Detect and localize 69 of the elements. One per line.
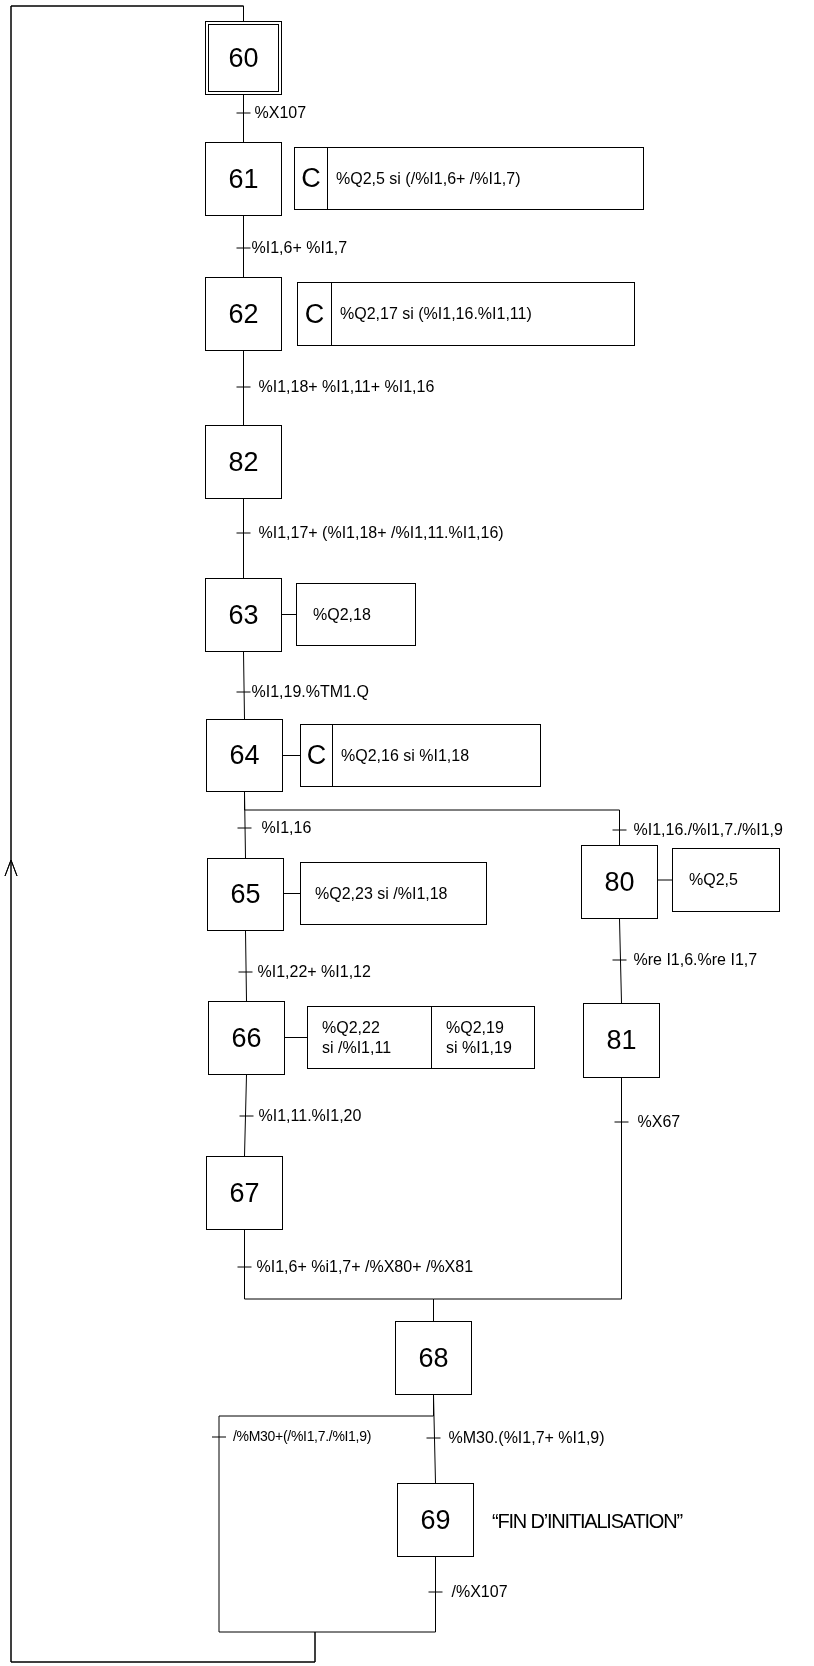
action-box — [296, 583, 416, 646]
link-line — [243, 498, 244, 579]
action-box — [300, 724, 541, 787]
action-text: %Q2,16 si %I1,18 — [332, 725, 540, 786]
action-text: %Q2,5 — [688, 870, 739, 890]
step-box — [206, 1156, 283, 1230]
transition-condition: %I1,6+ %I1,7 — [250, 239, 349, 257]
step-box — [205, 425, 282, 499]
action-box — [300, 862, 487, 925]
action-qualifier: C — [300, 162, 322, 195]
step-number: 60 — [228, 44, 259, 72]
step-number: 81 — [606, 1027, 637, 1054]
step-number: 67 — [229, 1179, 260, 1207]
action-link-line — [281, 614, 297, 615]
step-box — [583, 1003, 660, 1078]
step-number: 65 — [230, 881, 261, 908]
step-box — [208, 1001, 285, 1075]
action-link-line — [657, 879, 673, 881]
transition-condition: /%M30+(/%I1,7./%I1,9) — [232, 1429, 373, 1445]
action-text: %Q2,22 si /%I1,11 — [321, 1018, 393, 1058]
step-number: 64 — [229, 742, 260, 769]
action-box — [307, 1006, 535, 1069]
step-box — [207, 858, 284, 931]
action-link-line — [283, 893, 301, 894]
link-line — [243, 94, 244, 143]
step-box — [205, 277, 282, 351]
action-text: %Q2,18 — [312, 604, 372, 625]
step-number: 63 — [228, 601, 259, 629]
transition-condition: %I1,11.%I1,20 — [257, 1107, 363, 1125]
link-line — [619, 918, 622, 1004]
transition-condition: %I1,6+ %i1,7+ /%X80+ /%X81 — [255, 1258, 475, 1276]
link-line — [244, 1074, 247, 1157]
link-line — [243, 215, 244, 278]
link-line — [243, 651, 245, 720]
action-link-line — [282, 755, 301, 756]
step-box — [397, 1483, 474, 1557]
step-box — [206, 719, 283, 792]
step-number: 68 — [418, 1344, 449, 1372]
step-number: 80 — [604, 868, 635, 896]
step-box — [395, 1321, 472, 1395]
transition-condition: %re I1,6.%re I1,7 — [632, 951, 759, 969]
action-link-line — [284, 1037, 308, 1038]
step-number: 61 — [228, 165, 259, 193]
transition-condition: %I1,18+ %I1,11+ %I1,16 — [257, 378, 436, 396]
step-number: 66 — [231, 1024, 262, 1052]
transition-condition: %M30.(%I1,7+ %I1,9) — [447, 1429, 606, 1447]
action-text: %Q2,17 si (%I1,16.%I1,11) — [331, 283, 634, 345]
action-text: %Q2,23 si /%I1,18 — [314, 883, 449, 904]
link-line — [243, 350, 244, 426]
transition-condition: %I1,19.%TM1.Q — [250, 683, 370, 701]
transition-condition: %I1,17+ (%I1,18+ /%I1,11.%I1,16) — [257, 524, 505, 542]
link-line — [244, 791, 620, 846]
link-line — [245, 930, 247, 1002]
step-number: 62 — [228, 300, 259, 328]
action-box — [672, 848, 780, 912]
action-qualifier: C — [303, 297, 326, 331]
transition-condition: %I1,22+ %I1,12 — [256, 963, 372, 981]
step-box — [205, 142, 282, 216]
action-qualifier: C — [305, 739, 328, 772]
step-box — [205, 578, 282, 652]
transition-condition: %I1,16./%I1,7./%I1,9 — [632, 821, 784, 839]
step-number: 69 — [420, 1506, 451, 1534]
action-text: %Q2,5 si (/%I1,6+ /%I1,7) — [327, 148, 643, 209]
step-comment: “FIN D’INITIALISATION” — [492, 1509, 682, 1533]
initial-step-box — [205, 21, 282, 95]
transition-condition: %I1,16 — [260, 819, 313, 837]
action-text: %Q2,19 si %I1,19 — [431, 1007, 534, 1068]
step-number: 82 — [228, 448, 259, 476]
step-box — [581, 845, 658, 919]
